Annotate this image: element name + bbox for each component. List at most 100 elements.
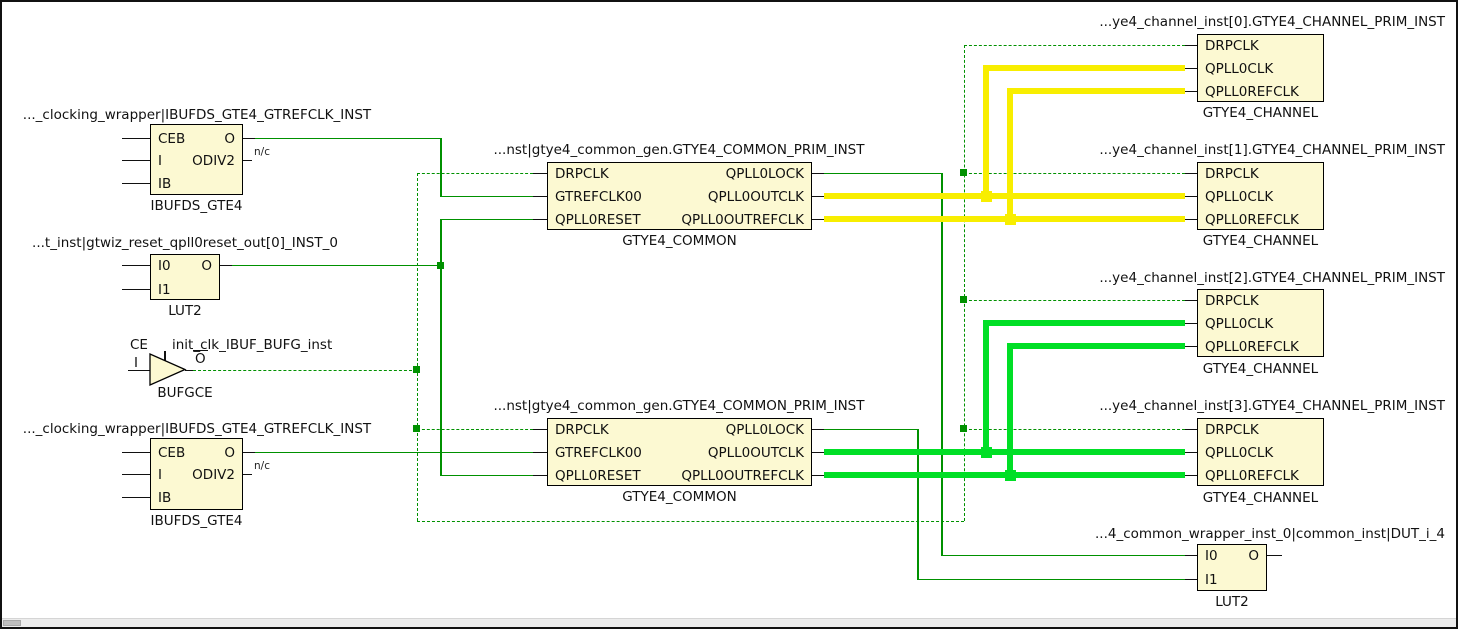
port-o[interactable]: O bbox=[1248, 548, 1259, 564]
port-ce[interactable]: CE bbox=[130, 337, 148, 353]
net-init-clk-segment[interactable] bbox=[964, 428, 1185, 430]
net-init-clk-segment[interactable] bbox=[964, 299, 1185, 301]
port-drpclk[interactable]: DRPCLK bbox=[1205, 166, 1259, 182]
port-i1[interactable]: I1 bbox=[158, 282, 171, 298]
block-gtye4-channel-0[interactable]: DRPCLK QPLL0CLK QPLL0REFCLK bbox=[1197, 34, 1324, 102]
port-qpll0refclk[interactable]: QPLL0REFCLK bbox=[1205, 339, 1299, 355]
port-qpll0refclk[interactable]: QPLL0REFCLK bbox=[1205, 212, 1299, 228]
port-i1[interactable]: I1 bbox=[1205, 572, 1218, 588]
net-init-clk-segment[interactable] bbox=[964, 172, 1185, 174]
net-qpll0outclk0-segment[interactable] bbox=[983, 65, 1185, 71]
net-init-clk-segment[interactable] bbox=[417, 173, 418, 521]
port-qpll0outrefclk[interactable]: QPLL0OUTREFCLK bbox=[681, 468, 804, 484]
net-qpll0reset-segment[interactable] bbox=[440, 218, 533, 220]
port-qpll0reset[interactable]: QPLL0RESET bbox=[555, 468, 641, 484]
net-qpll0lock1-segment[interactable] bbox=[917, 578, 1185, 580]
port-gtrefclk00[interactable]: GTREFCLK00 bbox=[555, 445, 642, 461]
net-qpll0lock1-segment[interactable] bbox=[824, 428, 918, 430]
block-gtye4-channel-2[interactable]: DRPCLK QPLL0CLK QPLL0REFCLK bbox=[1197, 289, 1324, 357]
instance-title: ...nst|gtye4_common_gen.GTYE4_COMMON_PRI… bbox=[493, 398, 865, 414]
port-qpll0clk[interactable]: QPLL0CLK bbox=[1205, 316, 1274, 332]
net-qpll0outclk0-segment[interactable] bbox=[983, 65, 989, 199]
net-gtrefclk0-segment[interactable] bbox=[440, 138, 442, 196]
horizontal-scrollbar[interactable] bbox=[2, 618, 1456, 627]
port-i0[interactable]: I0 bbox=[158, 258, 171, 274]
net-init-clk-segment[interactable] bbox=[417, 520, 964, 522]
port-odiv2[interactable]: ODIV2 bbox=[192, 467, 235, 483]
net-qpll0outclk1-segment[interactable] bbox=[983, 320, 1185, 326]
port-drpclk[interactable]: DRPCLK bbox=[555, 166, 609, 182]
port-drpclk[interactable]: DRPCLK bbox=[1205, 38, 1259, 54]
port-qpll0clk[interactable]: QPLL0CLK bbox=[1205, 61, 1274, 77]
net-qpll0outclk1-segment[interactable] bbox=[824, 449, 1185, 455]
port-qpll0clk[interactable]: QPLL0CLK bbox=[1205, 445, 1274, 461]
net-qpll0reset-segment[interactable] bbox=[232, 264, 441, 266]
port-ib[interactable]: IB bbox=[158, 176, 172, 192]
port-qpll0refclk[interactable]: QPLL0REFCLK bbox=[1205, 84, 1299, 100]
net-qpll0reset-segment[interactable] bbox=[440, 474, 533, 476]
block-lut2-reset[interactable]: I0 I1 O bbox=[150, 254, 220, 300]
net-qpll0outclk1-segment[interactable] bbox=[983, 320, 989, 455]
port-drpclk[interactable]: DRPCLK bbox=[1205, 293, 1259, 309]
block-gtye4-common-0[interactable]: DRPCLK GTREFCLK00 QPLL0RESET QPLL0LOCK Q… bbox=[547, 162, 812, 230]
net-gtrefclk0-segment[interactable] bbox=[440, 195, 533, 197]
block-gtye4-channel-1[interactable]: DRPCLK QPLL0CLK QPLL0REFCLK bbox=[1197, 162, 1324, 230]
port-qpll0outclk[interactable]: QPLL0OUTCLK bbox=[707, 189, 804, 205]
net-qpll0outclk0-segment[interactable] bbox=[824, 193, 1185, 199]
block-lut2-dut[interactable]: I0 I1 O bbox=[1197, 544, 1267, 591]
port-o[interactable]: O bbox=[224, 131, 235, 147]
net-qpll0lock0-segment[interactable] bbox=[941, 173, 943, 556]
port-stub bbox=[1185, 172, 1197, 174]
port-qpll0clk[interactable]: QPLL0CLK bbox=[1205, 189, 1274, 205]
net-init-clk-segment[interactable] bbox=[964, 45, 965, 521]
port-stub bbox=[243, 473, 252, 475]
port-i[interactable]: I bbox=[134, 355, 138, 371]
net-gtrefclk0-segment[interactable] bbox=[255, 137, 441, 139]
net-gtrefclk1-segment[interactable] bbox=[255, 451, 533, 453]
port-ceb[interactable]: CEB bbox=[158, 445, 186, 461]
net-qpll0lock0-segment[interactable] bbox=[941, 554, 1185, 556]
junction-dot bbox=[960, 169, 967, 176]
net-qpll0outrefclk1-segment[interactable] bbox=[1007, 343, 1013, 478]
port-ceb[interactable]: CEB bbox=[158, 131, 186, 147]
port-stub bbox=[533, 195, 547, 197]
port-i[interactable]: I bbox=[158, 467, 162, 483]
net-init-clk-segment[interactable] bbox=[417, 428, 533, 430]
port-qpll0lock[interactable]: QPLL0LOCK bbox=[725, 166, 804, 182]
port-qpll0reset[interactable]: QPLL0RESET bbox=[555, 212, 641, 228]
block-ibufds-gte4-0[interactable]: CEB I IB O ODIV2 bbox=[150, 124, 243, 195]
port-gtrefclk00[interactable]: GTREFCLK00 bbox=[555, 189, 642, 205]
port-o[interactable]: O bbox=[201, 258, 212, 274]
port-stub bbox=[122, 473, 150, 475]
net-init-clk-segment[interactable] bbox=[964, 44, 1185, 46]
net-qpll0outrefclk1-segment[interactable] bbox=[824, 472, 1185, 478]
block-gtye4-channel-3[interactable]: DRPCLK QPLL0CLK QPLL0REFCLK bbox=[1197, 418, 1324, 486]
port-o[interactable]: O bbox=[224, 445, 235, 461]
net-qpll0outrefclk1-segment[interactable] bbox=[1007, 343, 1185, 349]
port-qpll0refclk[interactable]: QPLL0REFCLK bbox=[1205, 468, 1299, 484]
port-stub bbox=[122, 159, 150, 161]
net-qpll0outrefclk0-segment[interactable] bbox=[1007, 88, 1185, 94]
block-gtye4-common-1[interactable]: DRPCLK GTREFCLK00 QPLL0RESET QPLL0LOCK Q… bbox=[547, 418, 812, 486]
net-init-clk-segment[interactable] bbox=[417, 172, 533, 174]
port-drpclk[interactable]: DRPCLK bbox=[555, 422, 609, 438]
net-qpll0outrefclk0-segment[interactable] bbox=[824, 216, 1185, 222]
port-odiv2[interactable]: ODIV2 bbox=[192, 153, 235, 169]
net-init-clk-segment[interactable] bbox=[193, 369, 417, 371]
scrollbar-thumb[interactable] bbox=[3, 620, 21, 626]
port-i0[interactable]: I0 bbox=[1205, 548, 1218, 564]
bufgce-triangle[interactable] bbox=[149, 353, 187, 387]
port-qpll0outclk[interactable]: QPLL0OUTCLK bbox=[707, 445, 804, 461]
port-ib[interactable]: IB bbox=[158, 490, 172, 506]
block-ibufds-gte4-1[interactable]: CEB I IB O ODIV2 bbox=[150, 438, 243, 510]
port-qpll0lock[interactable]: QPLL0LOCK bbox=[725, 422, 804, 438]
net-qpll0outrefclk0-segment[interactable] bbox=[1007, 88, 1013, 222]
port-drpclk[interactable]: DRPCLK bbox=[1205, 422, 1259, 438]
net-qpll0lock0-segment[interactable] bbox=[824, 172, 942, 174]
port-qpll0outrefclk[interactable]: QPLL0OUTREFCLK bbox=[681, 212, 804, 228]
net-qpll0lock1-segment[interactable] bbox=[917, 429, 919, 580]
port-i[interactable]: I bbox=[158, 153, 162, 169]
port-o[interactable]: O bbox=[193, 350, 208, 367]
net-qpll0reset-segment[interactable] bbox=[440, 219, 442, 476]
